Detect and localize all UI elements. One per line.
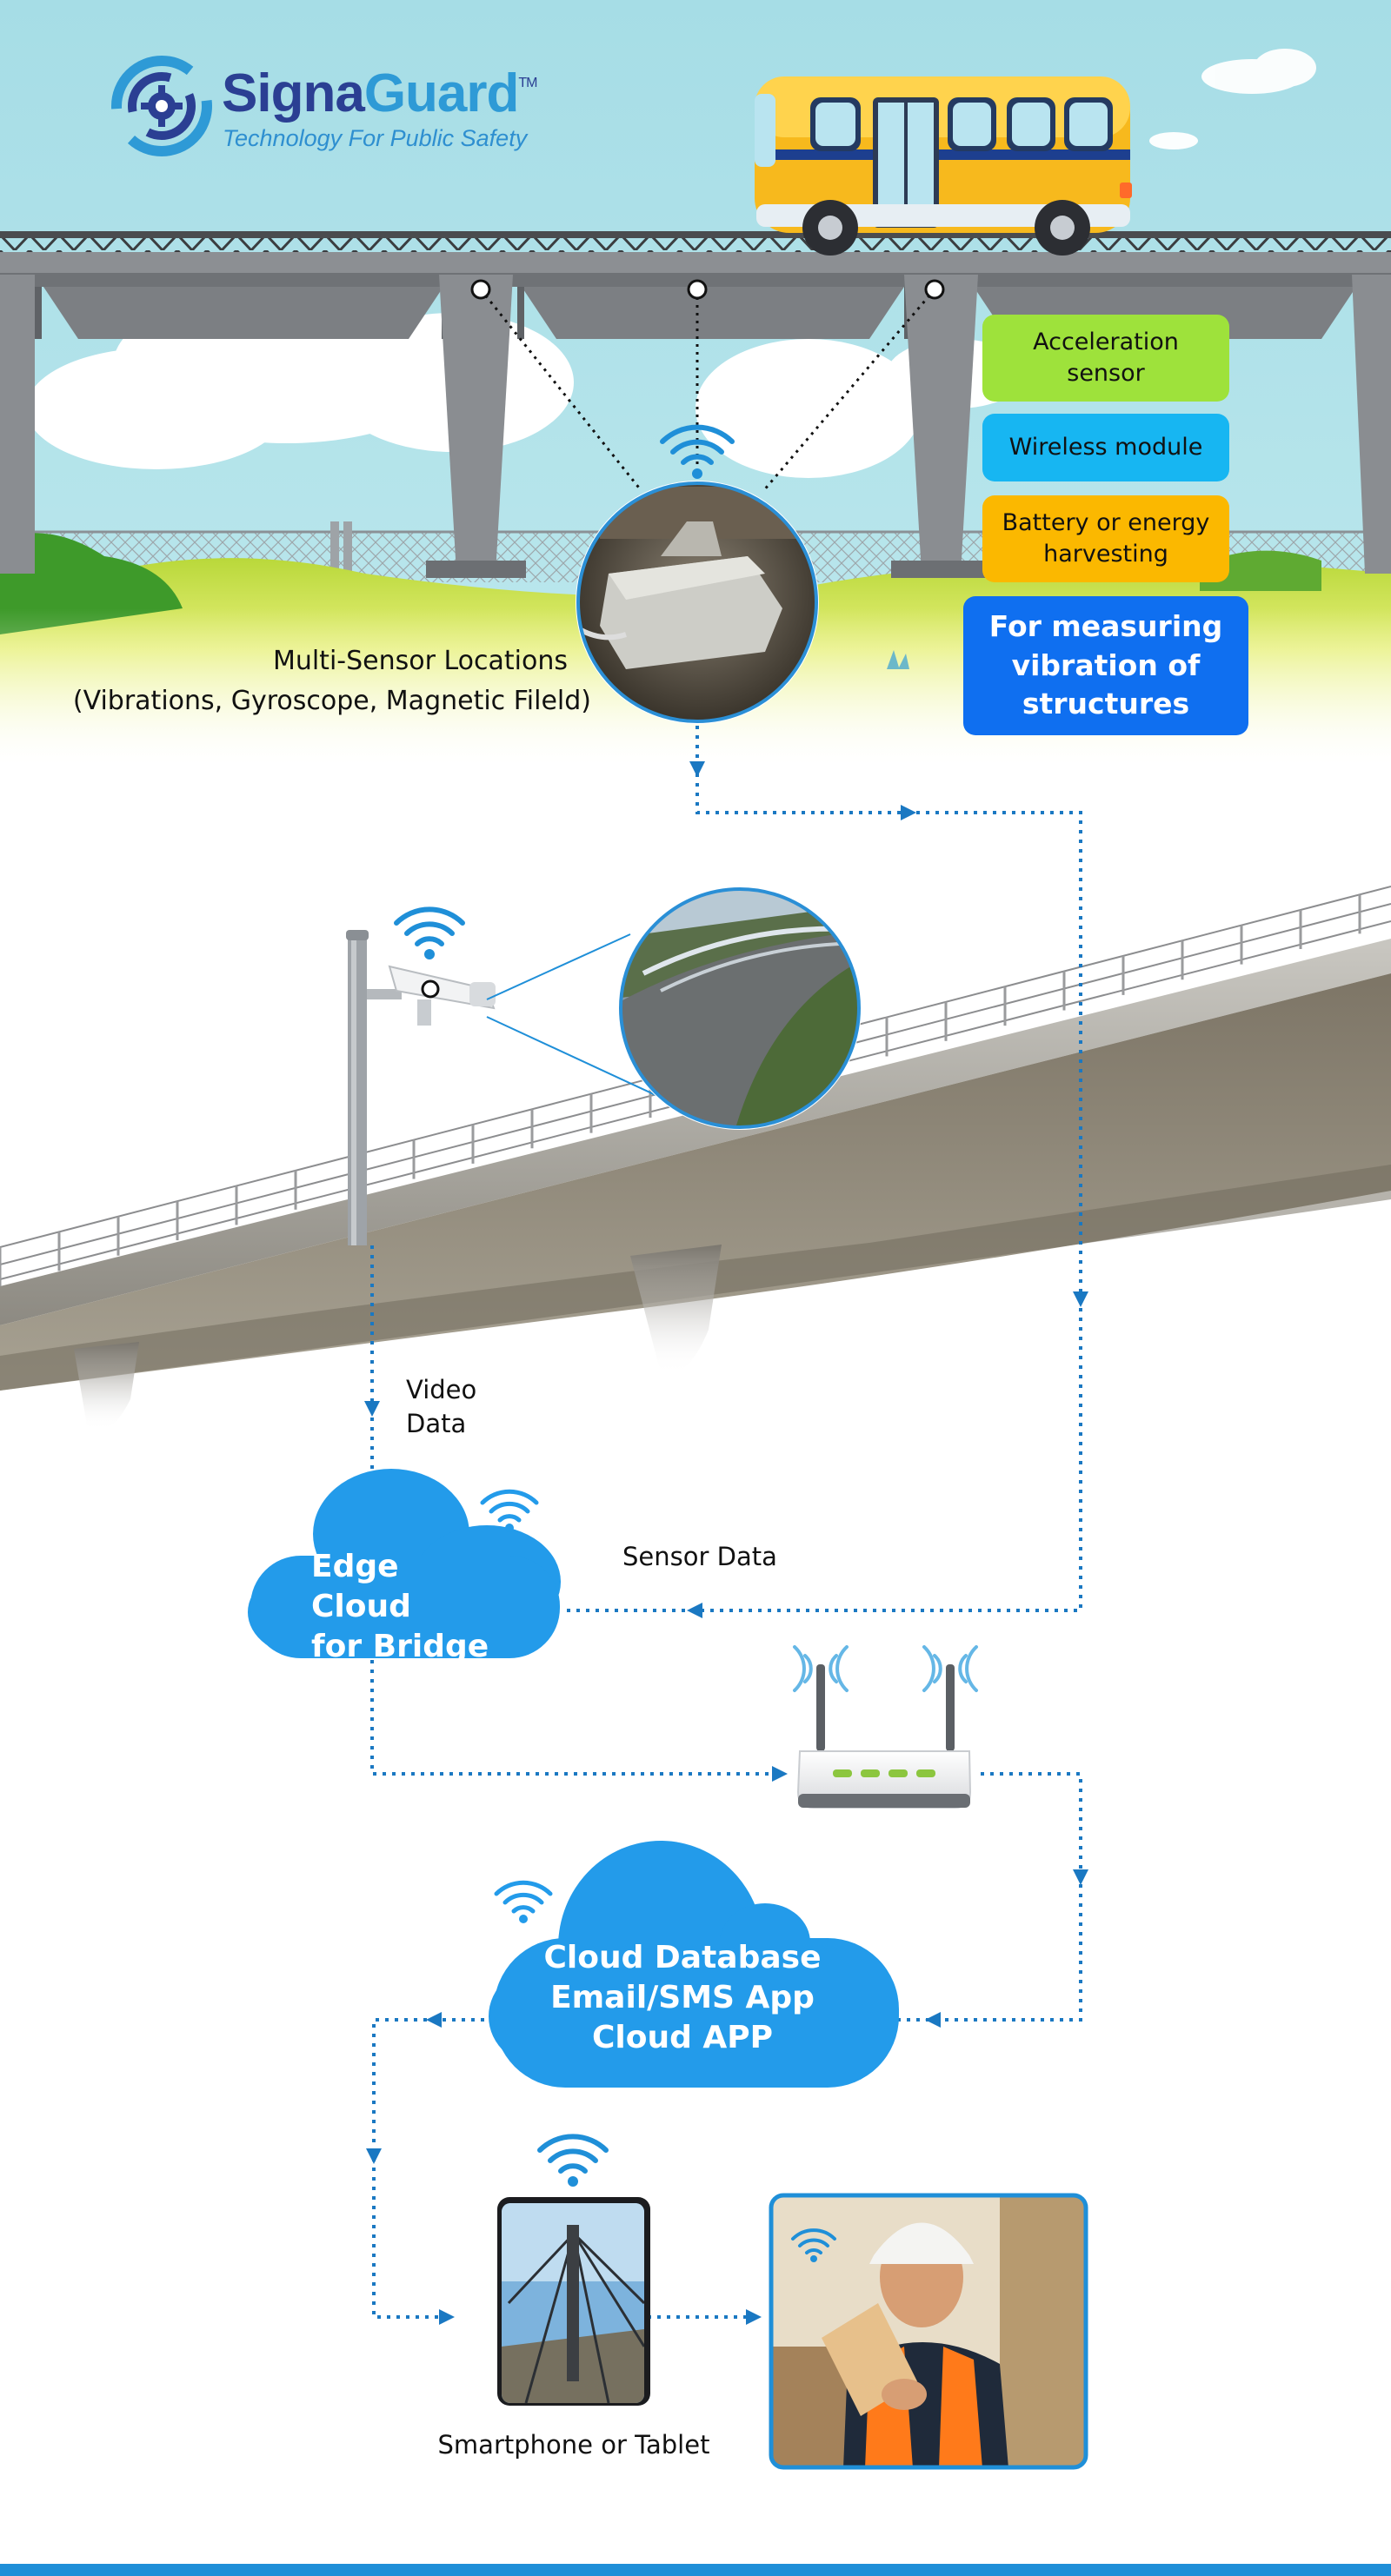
- cloud-database-line2: Email/SMS App: [550, 1980, 815, 2015]
- sensor-leader-lines: [479, 289, 936, 492]
- wifi-icon: [394, 906, 465, 959]
- sensor-locations-line1: Multi-Sensor Locations: [272, 646, 568, 676]
- signaguard-logo-icon: [111, 56, 212, 156]
- wifi-icon: [537, 2134, 609, 2187]
- concrete-bridge-scene: [0, 886, 1391, 1431]
- router-icon: [793, 1645, 978, 1809]
- acceleration-sensor-label: Acceleration sensor: [982, 315, 1229, 402]
- security-camera-icon: [388, 965, 496, 1026]
- footer-bar: [0, 2564, 1391, 2576]
- trademark-mark: TM: [518, 76, 537, 91]
- wifi-icon: [480, 1489, 539, 1532]
- tablet-icon: [497, 2197, 650, 2406]
- sensor-photo: [576, 481, 819, 724]
- sensor-data-label: Sensor Data: [622, 1542, 777, 1571]
- cloud-database-label: Cloud Database Email/SMS App Cloud APP: [504, 1938, 861, 2058]
- edge-cloud-label: Edge Cloud for Bridge: [287, 1547, 504, 1667]
- edge-cloud-shape: [248, 1469, 561, 1658]
- wifi-icon: [660, 424, 735, 479]
- edge-cloud-line2: for Bridge: [311, 1629, 489, 1664]
- video-data-line1: Video: [406, 1375, 477, 1404]
- brand-name-part2: Guard: [363, 63, 520, 123]
- brand-name: SignaGuardTM: [222, 63, 538, 124]
- brand-name-part1: Signa: [222, 63, 365, 123]
- video-data-label: Video Data: [406, 1373, 476, 1441]
- sensor-locations-line2: (Vibrations, Gyroscope, Magnetic Fileld): [72, 686, 591, 716]
- wireless-module-label: Wireless module: [982, 414, 1229, 481]
- edge-cloud-line1: Edge Cloud: [311, 1549, 411, 1624]
- vibration-purpose-box: For measuring vibration of structures: [963, 596, 1248, 735]
- wifi-icon: [494, 1880, 553, 1923]
- device-caption: Smartphone or Tablet: [437, 2430, 710, 2460]
- sky-cloud: [1149, 49, 1316, 149]
- wifi-icon: [791, 2228, 836, 2262]
- bus-illustration: [755, 76, 1132, 256]
- cloud-database-shape: [489, 1841, 899, 2088]
- flow-arrowheads: [364, 761, 1088, 2325]
- sensor-locations-label: Multi-Sensor Locations (Vibrations, Gyro…: [70, 641, 591, 721]
- battery-energy-label: Battery or energy harvesting: [982, 495, 1229, 582]
- sensor-point-marker: [470, 279, 945, 300]
- cloud-database-line1: Cloud Database: [543, 1940, 822, 1975]
- cloud-database-line3: Cloud APP: [591, 2020, 774, 2055]
- engineer-photo: [769, 2193, 1088, 2470]
- video-data-line2: Data: [406, 1409, 467, 1438]
- brand-tagline: Technology For Public Safety: [223, 125, 528, 151]
